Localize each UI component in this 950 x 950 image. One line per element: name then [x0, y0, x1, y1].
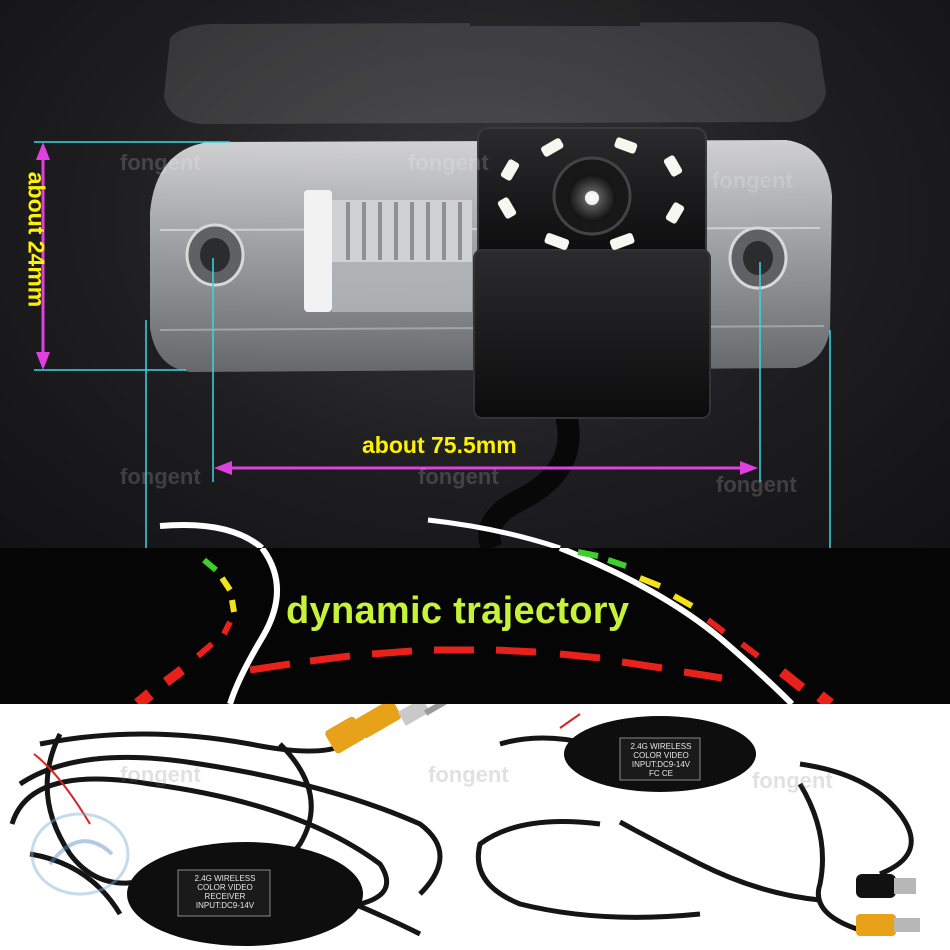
- watermark: fongent: [752, 768, 833, 793]
- transmitter-label: 2.4G WIRELESS COLOR VIDEO INPUT:DC9-14V …: [630, 742, 692, 778]
- watermark: fongent: [408, 150, 489, 175]
- transmitter-cables: [475, 735, 914, 933]
- trajectory-banner: dynamic trajectory: [0, 548, 950, 704]
- dynamic-trajectory-label: dynamic trajectory: [286, 590, 630, 632]
- width-dimension-label: about 75.5mm: [362, 432, 517, 458]
- camera-illustration: [34, 0, 832, 548]
- mount-clip: [304, 190, 472, 312]
- left-trajectory: [134, 557, 237, 704]
- height-arrow: [36, 142, 50, 370]
- trajectory-lines: [134, 548, 834, 704]
- led-ring: [497, 137, 685, 250]
- watermark: fongent: [120, 150, 201, 175]
- watermark: fongent: [418, 464, 499, 489]
- dimension-lines: [34, 141, 831, 548]
- width-arrow: [214, 461, 758, 475]
- watermark: fongent: [120, 464, 201, 489]
- receiver-label: 2.4G WIRELESS COLOR VIDEO RECEIVER INPUT…: [194, 874, 256, 910]
- right-trajectory: [577, 549, 834, 704]
- rca-connector-right: [856, 914, 920, 936]
- logo-seal-icon: [30, 812, 130, 896]
- dc-connector: [856, 874, 916, 898]
- rca-connector: [325, 704, 448, 754]
- distance-line: [249, 646, 723, 682]
- height-dimension-label: about 24mm: [23, 171, 50, 308]
- watermark: fongent: [428, 762, 509, 787]
- wireless-kit-photo: 2.4G WIRELESS COLOR VIDEO RECEIVER INPUT…: [0, 704, 950, 950]
- housing-reflection: [164, 0, 826, 124]
- camera-body-bottom: [473, 249, 711, 419]
- camera-photo: about 75.5mm about 24mm fongent fongent …: [0, 0, 950, 548]
- watermark: fongent: [120, 762, 201, 787]
- watermark: fongent: [716, 472, 797, 497]
- wireless-kit-illustration: [9, 704, 920, 946]
- watermark: fongent: [712, 168, 793, 193]
